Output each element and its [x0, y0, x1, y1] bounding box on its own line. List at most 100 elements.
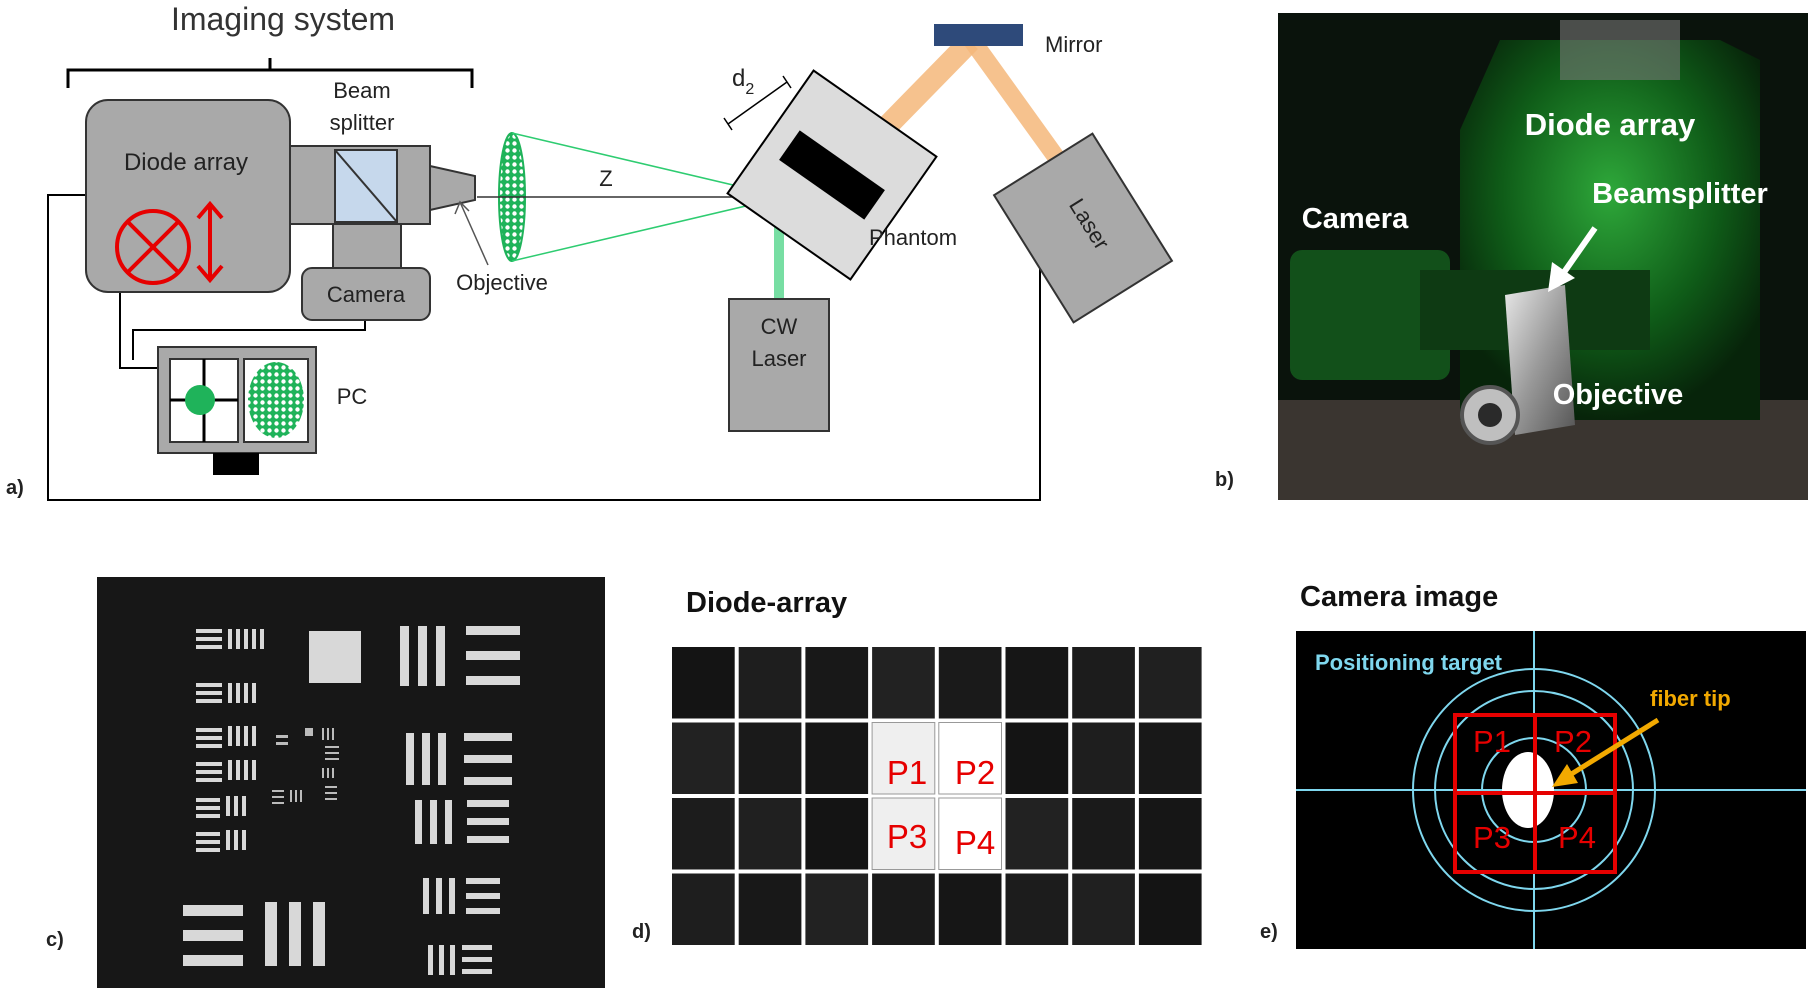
panel-a: Imaging system Diode array Beam splitter — [6, 1, 1174, 501]
diode-cell — [1138, 798, 1202, 870]
cw-laser-label-line2: Laser — [751, 346, 806, 371]
diode-cell — [1138, 873, 1202, 945]
diode-cell — [672, 798, 735, 870]
objective-tube-photo — [1505, 285, 1575, 435]
d2-dimension — [723, 75, 792, 131]
diode-cell — [938, 873, 1002, 945]
diode-cell — [672, 722, 735, 794]
beam-splitter-diagonal — [334, 149, 398, 223]
diode-cell — [805, 798, 869, 870]
panel-b-tag: b) — [1215, 469, 1234, 491]
pc-monitor — [157, 346, 317, 475]
diode-cell — [1138, 647, 1202, 719]
target-ring-middle — [1434, 690, 1634, 890]
fiber-tip-spot — [1502, 752, 1554, 828]
objective-pointer-head — [454, 200, 470, 215]
usaf-target-pattern — [183, 626, 520, 975]
objective-pointer — [459, 201, 489, 266]
quadrant-label-p2: P2 — [1554, 724, 1592, 759]
diode-cell — [938, 722, 1002, 795]
housing-top-photo — [1560, 20, 1680, 80]
diode-cell — [805, 722, 869, 794]
panel-c-tag: c) — [46, 929, 64, 951]
pixel-label-p3: P3 — [887, 818, 927, 855]
laser-beam-to-phantom — [873, 34, 978, 140]
diode-cell — [805, 873, 869, 945]
cw-laser-label-line1: CW — [761, 314, 798, 339]
quadrant-label-p1: P1 — [1473, 724, 1511, 759]
diode-cell — [1072, 722, 1135, 794]
diode-cell — [1138, 722, 1202, 794]
diode-cell — [871, 722, 936, 795]
diode-cell — [738, 798, 802, 870]
quadrant-label-p4: P4 — [1558, 820, 1596, 855]
diode-cell — [1005, 873, 1069, 945]
laser-box — [992, 132, 1174, 324]
cw-laser-box — [728, 298, 830, 432]
diode-cell — [805, 647, 869, 719]
diode-cell — [1005, 647, 1069, 719]
diode-cell — [871, 797, 936, 870]
phantom-label: Phantom — [869, 225, 957, 250]
panel-c: c) — [46, 577, 605, 988]
panel-d-tag: d) — [632, 921, 651, 943]
camera-image-title: Camera image — [1300, 581, 1498, 613]
objective-aperture-photo — [1478, 403, 1502, 427]
diode-cell — [938, 797, 1002, 870]
diode-array-housing-photo — [1460, 40, 1760, 420]
camera-label: Camera — [327, 282, 406, 307]
diode-cells — [672, 647, 1202, 945]
panel-d: Diode-array P1 P2 P3 P4 d) — [632, 587, 1212, 953]
pixel-label-p4: P4 — [955, 824, 995, 861]
fiber-tip-label: fiber tip — [1650, 686, 1731, 711]
fiber-tip-arrow — [1552, 717, 1660, 787]
z-label: Z — [599, 166, 612, 191]
diode-cell — [738, 722, 802, 794]
diode-cell — [1072, 798, 1135, 870]
wire-loop — [47, 194, 1041, 501]
imaging-system-title: Imaging system — [171, 1, 395, 37]
quadrant-label-p3: P3 — [1473, 820, 1511, 855]
diode-cell — [672, 647, 735, 719]
double-arrow-icon — [196, 200, 224, 284]
wire-camera-to-pc — [132, 320, 366, 360]
pixel-label-p1: P1 — [887, 754, 927, 791]
diode-cell — [1072, 647, 1135, 719]
camera-box — [301, 267, 431, 321]
beam-splitter-label-line2: splitter — [330, 110, 395, 135]
imaging-system-brace — [66, 58, 474, 88]
diode-cell — [872, 873, 935, 945]
wire-diode-to-pc — [119, 290, 160, 369]
photo-label-camera: Camera — [1302, 203, 1409, 235]
diode-cell — [938, 647, 1002, 719]
right-group-elements — [400, 626, 520, 975]
photo-label-beamsplitter: Beamsplitter — [1592, 178, 1768, 210]
panel-e-tag: e) — [1260, 921, 1278, 943]
target-ring-outer — [1412, 668, 1656, 912]
positioning-target-label: Positioning target — [1315, 650, 1503, 675]
panel-e: Camera image Positioning target P1 P2 P3… — [1260, 581, 1806, 949]
phantom — [726, 69, 938, 281]
photo-label-objective: Objective — [1553, 379, 1684, 411]
pixel-label-p2: P2 — [955, 754, 995, 791]
lower-left-elements — [183, 902, 325, 966]
diode-cell — [872, 647, 935, 719]
d2-main: d — [732, 65, 745, 92]
objective-lens — [429, 164, 476, 212]
center-cluster-elements — [272, 728, 339, 804]
diode-cell — [1005, 722, 1069, 794]
camera-mount — [332, 223, 402, 269]
beam-splitter-label-line1: Beam — [333, 78, 390, 103]
mirror-label: Mirror — [1045, 32, 1102, 57]
mirror — [934, 24, 1023, 46]
camera-body-photo — [1290, 250, 1450, 380]
left-group-elements — [196, 629, 264, 852]
diode-cell — [738, 647, 802, 719]
diode-array-title: Diode-array — [686, 587, 847, 619]
diode-cell — [672, 873, 735, 945]
diode-cell — [738, 873, 802, 945]
crossed-circle-icon — [115, 209, 191, 285]
d2-subscript: 2 — [745, 81, 754, 98]
fov-lower — [511, 196, 785, 262]
